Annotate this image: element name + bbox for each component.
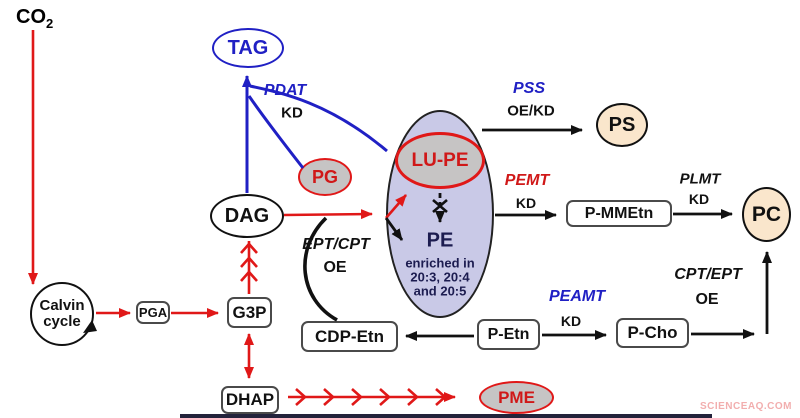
pe-label: PE bbox=[426, 229, 454, 252]
chevron-right-5 bbox=[407, 388, 419, 406]
pc-label: PC bbox=[751, 202, 782, 226]
node-cdp-etn: CDP-Etn bbox=[301, 321, 398, 352]
co2-text: CO bbox=[16, 6, 46, 28]
enzyme-plmt-mod: KD bbox=[688, 191, 710, 207]
node-co2: CO2 bbox=[16, 6, 53, 31]
p-mmetn-label: P-MMEtn bbox=[584, 204, 654, 222]
enzyme-ept-cpt-mod: OE bbox=[323, 259, 347, 276]
pe-note-2: 20:3, 20:4 bbox=[410, 269, 470, 285]
enzyme-pdat-mod: KD bbox=[281, 104, 303, 122]
g3p-label: G3P bbox=[232, 302, 267, 322]
chevron-up-3 bbox=[240, 270, 258, 282]
chevron-right-3 bbox=[351, 388, 363, 406]
pga-label: PGA bbox=[138, 305, 168, 320]
enzyme-pss-mod: OE/KD bbox=[507, 102, 555, 120]
node-p-etn: P-Etn bbox=[477, 319, 540, 350]
cdp-etn-label: CDP-Etn bbox=[315, 326, 384, 346]
co2-subscript: 2 bbox=[46, 16, 54, 31]
dhap-label: DHAP bbox=[225, 390, 275, 409]
tag-label: TAG bbox=[227, 36, 269, 59]
chevron-right-2 bbox=[323, 388, 335, 406]
node-dhap: DHAP bbox=[221, 386, 279, 414]
enzyme-peamt-mod: KD bbox=[560, 313, 582, 329]
lu-pe-label: LU-PE bbox=[411, 149, 469, 171]
chevron-right-1 bbox=[295, 388, 307, 406]
node-pga: PGA bbox=[136, 301, 170, 324]
dag-label: DAG bbox=[224, 204, 270, 227]
p-cho-label: P-Cho bbox=[627, 323, 678, 342]
enzyme-pdat: PDAT bbox=[263, 82, 307, 99]
enzyme-ept-cpt: EPT/CPT bbox=[302, 236, 370, 253]
pg-label: PG bbox=[311, 166, 338, 187]
node-p-mmetn: P-MMEtn bbox=[566, 200, 672, 227]
enzyme-peamt: PEAMT bbox=[549, 288, 605, 305]
chevron-up-2 bbox=[240, 256, 258, 268]
node-dag: DAG bbox=[210, 194, 284, 238]
pme-label: PME bbox=[498, 387, 535, 407]
chevron-up-1 bbox=[240, 242, 258, 254]
arrow-dag-to-pe-pool bbox=[283, 209, 373, 220]
bottom-bar bbox=[180, 414, 712, 418]
enzyme-pemt-mod: KD bbox=[515, 195, 537, 211]
node-g3p: G3P bbox=[227, 297, 272, 328]
enzyme-plmt: PLMT bbox=[679, 170, 721, 188]
p-etn-label: P-Etn bbox=[487, 325, 530, 343]
node-pme: PME bbox=[479, 381, 554, 414]
chevron-right-4 bbox=[379, 388, 391, 406]
enzyme-cpt-ept: CPT/EPT bbox=[674, 266, 742, 283]
pe-note-1: enriched in bbox=[405, 255, 475, 271]
ps-label: PS bbox=[608, 113, 636, 136]
enzyme-pss: PSS bbox=[512, 80, 546, 97]
watermark: SCIENCEAQ.COM bbox=[699, 401, 792, 412]
pe-note-3: and 20:5 bbox=[413, 283, 467, 299]
enzyme-pemt: PEMT bbox=[504, 172, 550, 189]
node-pg: PG bbox=[298, 158, 352, 196]
node-p-cho: P-Cho bbox=[616, 318, 689, 348]
enzyme-cpt-ept-mod: OE bbox=[695, 291, 719, 308]
node-lu-pe: LU-PE bbox=[395, 132, 485, 189]
node-tag: TAG bbox=[212, 28, 284, 68]
node-ps: PS bbox=[596, 103, 648, 147]
node-pc: PC bbox=[742, 187, 791, 242]
chevron-right-6 bbox=[435, 388, 447, 406]
